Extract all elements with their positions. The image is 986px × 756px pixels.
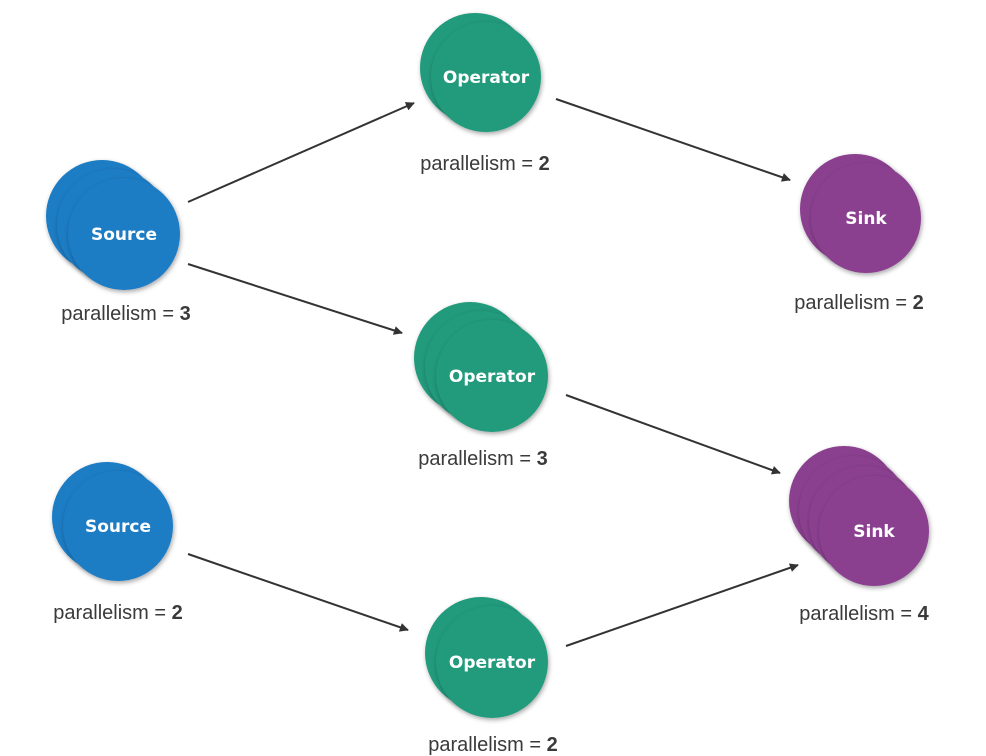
edge-operator-1-to-sink-1 xyxy=(555,98,791,182)
source-2-node: Source xyxy=(52,462,173,581)
operator-1-node: Operator xyxy=(420,13,541,132)
parallelism-value: 2 xyxy=(913,292,924,314)
source-instance-circle xyxy=(63,471,173,581)
sink-1-node: Sink xyxy=(800,154,921,273)
source-1-node: Source xyxy=(46,160,180,290)
parallelism-value: 2 xyxy=(539,153,550,175)
operator-label: Operator xyxy=(443,68,530,88)
edge-operator-3-to-sink-2 xyxy=(565,563,799,647)
source-label: Source xyxy=(91,225,157,245)
operator-2-parallelism-label: parallelism = 3 xyxy=(418,448,548,470)
sink-label: Sink xyxy=(853,522,895,542)
sink-2-node: Sink xyxy=(789,446,929,586)
sink-instance-circle xyxy=(819,476,929,586)
parallelism-value: 2 xyxy=(172,602,183,624)
parallelism-prefix: parallelism = xyxy=(428,734,546,756)
edges xyxy=(187,98,799,647)
source-1-parallelism-label: parallelism = 3 xyxy=(61,303,191,325)
operator-instance-circle xyxy=(436,606,548,718)
parallelism-prefix: parallelism = xyxy=(53,602,171,624)
parallelism-prefix: parallelism = xyxy=(794,292,912,314)
edge-source-1-to-operator-2 xyxy=(187,263,403,335)
source-instance-circle xyxy=(68,178,180,290)
operator-label: Operator xyxy=(449,653,536,673)
parallelism-value: 4 xyxy=(918,603,930,625)
parallelism-prefix: parallelism = xyxy=(418,448,536,470)
operator-3-node: Operator xyxy=(425,597,548,718)
sink-1-parallelism-label: parallelism = 2 xyxy=(794,292,924,314)
nodes: SourceOperatorOperatorSinkSourceOperator… xyxy=(46,13,929,718)
operator-1-parallelism-label: parallelism = 2 xyxy=(420,153,550,175)
operator-3-parallelism-label: parallelism = 2 xyxy=(428,734,558,756)
sink-2-parallelism-label: parallelism = 4 xyxy=(799,603,929,625)
parallelism-value: 3 xyxy=(537,448,548,470)
source-label: Source xyxy=(85,517,151,537)
edge-operator-2-to-sink-2 xyxy=(565,394,781,475)
sink-instance-circle xyxy=(811,163,921,273)
sink-label: Sink xyxy=(845,209,887,229)
edge-source-1-to-operator-1 xyxy=(187,102,415,203)
operator-label: Operator xyxy=(449,367,536,387)
source-2-parallelism-label: parallelism = 2 xyxy=(53,602,183,624)
parallelism-value: 3 xyxy=(180,303,191,325)
parallelism-prefix: parallelism = xyxy=(799,603,917,625)
operator-2-node: Operator xyxy=(414,302,548,432)
parallelism-prefix: parallelism = xyxy=(420,153,538,175)
operator-instance-circle xyxy=(436,320,548,432)
parallelism-value: 2 xyxy=(547,734,558,756)
operator-instance-circle xyxy=(431,22,541,132)
edge-source-2-to-operator-3 xyxy=(187,553,409,632)
parallelism-prefix: parallelism = xyxy=(61,303,179,325)
